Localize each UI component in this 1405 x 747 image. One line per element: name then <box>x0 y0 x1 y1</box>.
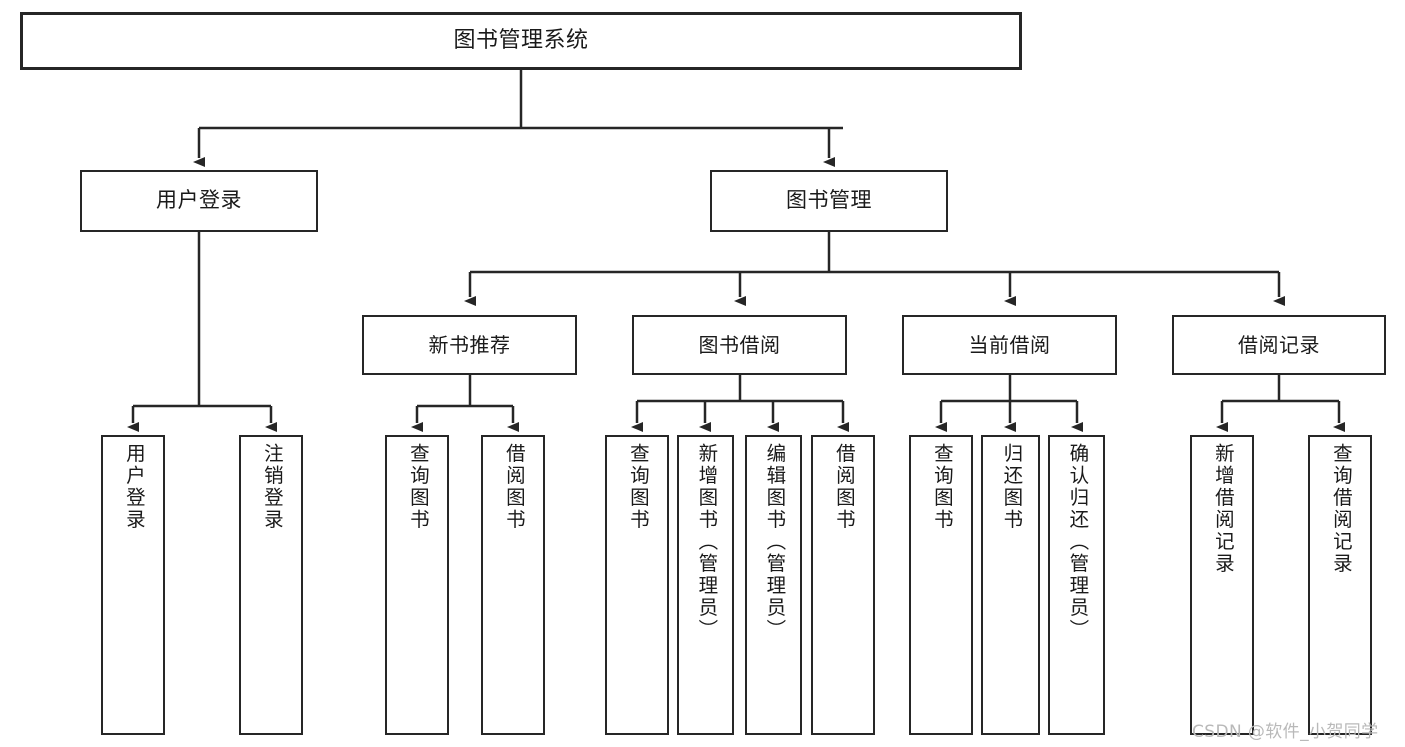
node-book-management[interactable]: 图书管理 <box>710 170 948 232</box>
node-leaf-query-book-2[interactable]: 查询图书 <box>605 435 669 735</box>
node-new-book-recommend-label: 新书推荐 <box>428 332 511 357</box>
node-borrow-record[interactable]: 借阅记录 <box>1172 315 1386 375</box>
node-root-label: 图书管理系统 <box>453 27 589 53</box>
node-leaf-borrow-book-1-label: 借阅图书 <box>502 443 526 531</box>
node-leaf-borrow-book-2-label: 借阅图书 <box>832 443 856 531</box>
node-leaf-logout-login[interactable]: 注销登录 <box>239 435 303 735</box>
node-leaf-query-book-3[interactable]: 查询图书 <box>909 435 973 735</box>
node-leaf-borrow-book-2[interactable]: 借阅图书 <box>811 435 875 735</box>
node-leaf-query-book-3-label: 查询图书 <box>930 443 954 531</box>
node-leaf-edit-book-admin[interactable]: 编辑图书（管理员） <box>745 435 802 735</box>
node-leaf-confirm-return-admin-label: 确认归还（管理员） <box>1065 443 1089 641</box>
node-leaf-add-book-admin-label: 新增图书（管理员） <box>694 443 718 641</box>
node-user-login-label: 用户登录 <box>156 188 242 213</box>
node-current-borrow[interactable]: 当前借阅 <box>902 315 1117 375</box>
node-root[interactable]: 图书管理系统 <box>20 12 1022 70</box>
node-leaf-query-borrow-record-label: 查询借阅记录 <box>1329 443 1353 575</box>
node-leaf-add-borrow-record[interactable]: 新增借阅记录 <box>1190 435 1254 735</box>
node-leaf-borrow-book-1[interactable]: 借阅图书 <box>481 435 545 735</box>
node-leaf-query-borrow-record[interactable]: 查询借阅记录 <box>1308 435 1372 735</box>
node-borrow-record-label: 借阅记录 <box>1238 332 1320 357</box>
node-leaf-user-login[interactable]: 用户登录 <box>101 435 165 735</box>
node-book-management-label: 图书管理 <box>786 188 872 213</box>
node-leaf-return-book[interactable]: 归还图书 <box>981 435 1040 735</box>
node-new-book-recommend[interactable]: 新书推荐 <box>362 315 577 375</box>
node-leaf-return-book-label: 归还图书 <box>999 443 1023 531</box>
node-leaf-add-book-admin[interactable]: 新增图书（管理员） <box>677 435 734 735</box>
node-leaf-logout-login-label: 注销登录 <box>260 443 284 531</box>
node-leaf-add-borrow-record-label: 新增借阅记录 <box>1211 443 1235 575</box>
node-leaf-user-login-label: 用户登录 <box>122 443 146 531</box>
node-leaf-query-book-2-label: 查询图书 <box>626 443 650 531</box>
node-user-login[interactable]: 用户登录 <box>80 170 318 232</box>
node-book-borrow[interactable]: 图书借阅 <box>632 315 847 375</box>
node-leaf-edit-book-admin-label: 编辑图书（管理员） <box>762 443 786 641</box>
node-leaf-query-book-1[interactable]: 查询图书 <box>385 435 449 735</box>
node-book-borrow-label: 图书借阅 <box>698 332 781 357</box>
csdn-watermark: CSDN @软件_小贺同学 <box>1192 722 1379 742</box>
node-current-borrow-label: 当前借阅 <box>968 332 1051 357</box>
node-leaf-query-book-1-label: 查询图书 <box>406 443 430 531</box>
node-leaf-confirm-return-admin[interactable]: 确认归还（管理员） <box>1048 435 1105 735</box>
